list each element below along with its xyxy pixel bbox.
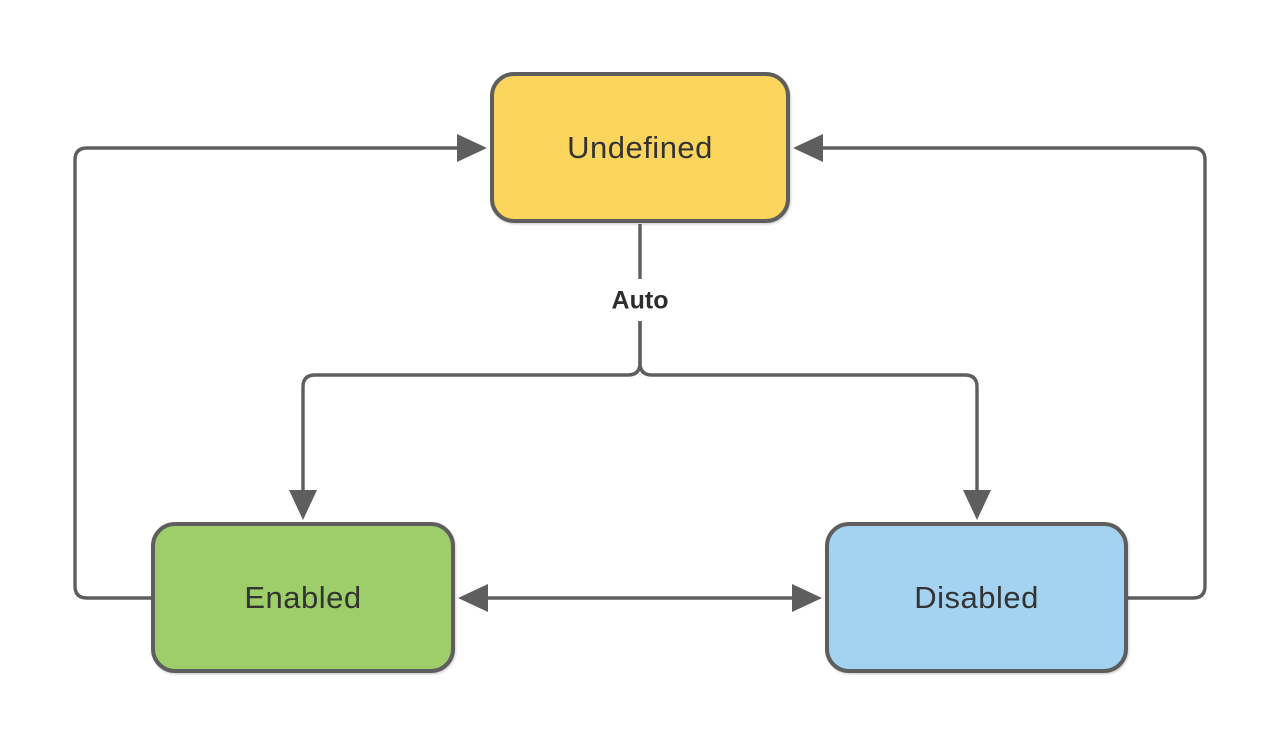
edge-disabled-to-undefined — [821, 146, 1207, 600]
arrowheads — [289, 134, 991, 612]
arrowhead-into-undefined-right — [793, 134, 823, 162]
node-disabled-label: Disabled — [914, 579, 1039, 615]
edge-enabled-to-undefined — [73, 146, 459, 600]
node-enabled[interactable]: Enabled — [151, 522, 455, 673]
node-undefined-label: Undefined — [567, 129, 713, 165]
arrowhead-into-enabled-top — [289, 490, 317, 520]
arrowhead-into-disabled-left — [792, 584, 822, 612]
arrowhead-into-undefined-left — [457, 134, 487, 162]
arrowhead-into-enabled-right — [458, 584, 488, 612]
node-disabled[interactable]: Disabled — [825, 522, 1128, 673]
node-enabled-label: Enabled — [244, 579, 362, 615]
edge-undefined-to-enabled — [301, 321, 642, 492]
edge-label-auto: Auto — [611, 286, 669, 315]
edge-undefined-to-disabled — [638, 321, 979, 492]
node-undefined[interactable]: Undefined — [490, 72, 790, 223]
edge-lines — [73, 146, 1207, 600]
arrowhead-into-disabled-top — [963, 490, 991, 520]
